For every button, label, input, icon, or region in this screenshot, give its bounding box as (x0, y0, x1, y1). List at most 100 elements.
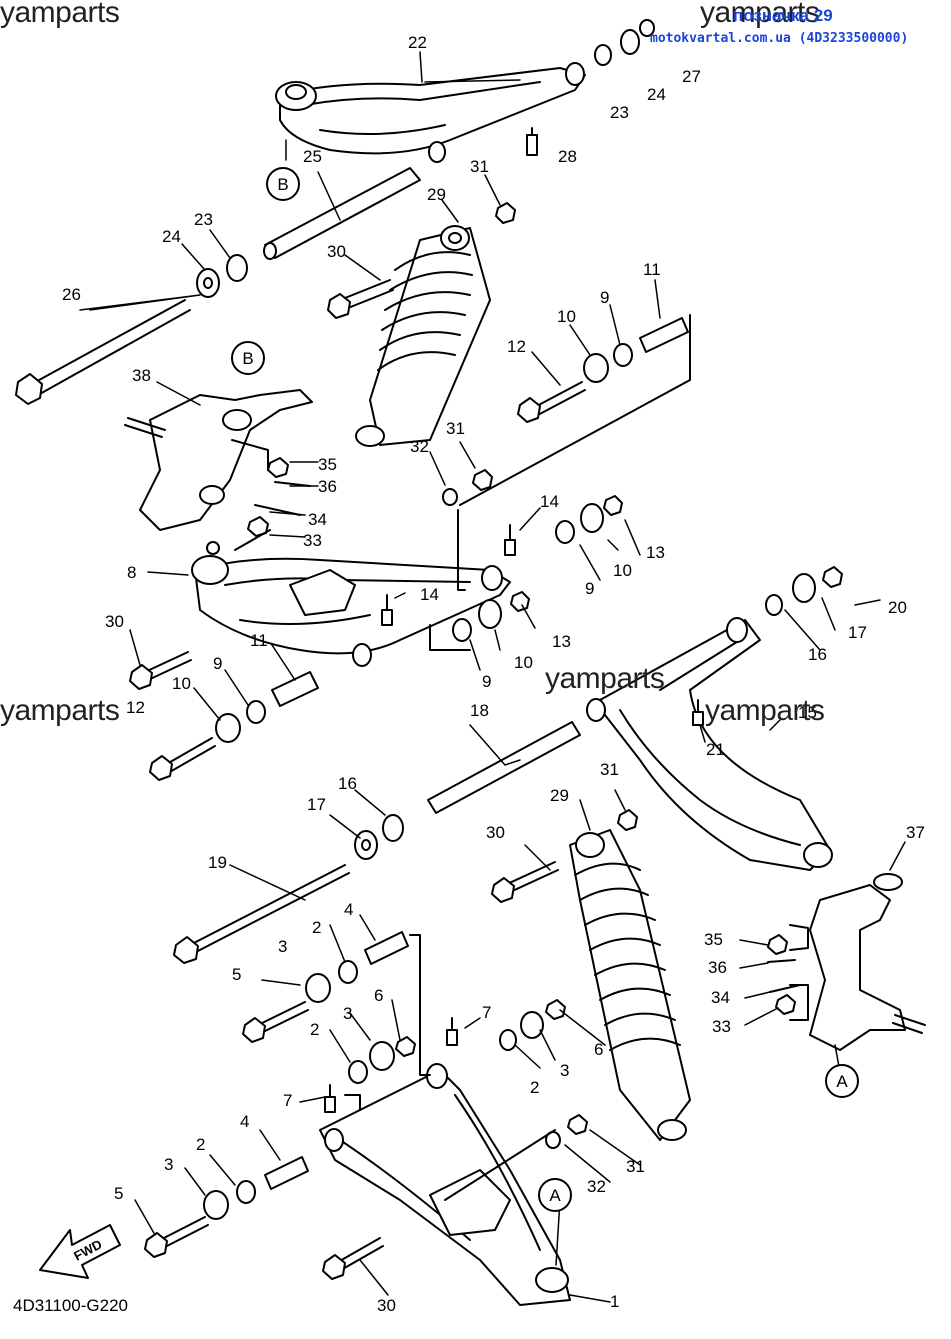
part-label-31-lower: 31 (600, 760, 619, 779)
part-label-36-right: 36 (708, 958, 727, 977)
part-label-9-lower: 9 (482, 672, 491, 691)
marker-b-top: B (266, 167, 300, 201)
washers-23-24-left (196, 254, 248, 298)
guide-lines-lower (344, 934, 556, 1201)
marker-a-lower: A (538, 1178, 572, 1212)
part-label-10-left: 10 (172, 674, 191, 693)
bolts-5-30-lower (144, 1001, 384, 1280)
part-label-11-left: 11 (250, 631, 268, 650)
collar-18 (427, 721, 581, 814)
part-label-15: 15 (798, 703, 817, 722)
part-label-4-upper: 4 (344, 900, 353, 919)
part-label-17-left: 17 (307, 795, 326, 814)
header-site-text: motokvartal.com.ua (4D3233500000) (650, 31, 909, 46)
part-label-22: 22 (408, 33, 427, 52)
bushing-set-top (594, 19, 655, 66)
part-label-26: 26 (62, 285, 81, 304)
part-label-5-upper: 5 (232, 965, 241, 984)
part-label-10-upper: 10 (613, 561, 632, 580)
washers-16-17-20-right (765, 566, 843, 616)
part-label-25: 25 (303, 147, 322, 166)
part-label-1: 1 (610, 1292, 619, 1311)
part-label-30-top: 30 (327, 242, 346, 261)
knuckle-left-38 (124, 389, 313, 531)
part-label-29-lower: 29 (550, 786, 569, 805)
part-label-34-right: 34 (711, 988, 730, 1007)
svg-text:A: A (549, 1186, 561, 1205)
marker-b-mid: B (231, 341, 265, 375)
part-label-30-lower: 30 (486, 823, 505, 842)
part-label-12-top: 12 (507, 337, 526, 356)
part-label-30-left: 30 (105, 612, 124, 631)
part-label-32-mid: 32 (410, 437, 429, 456)
header-link[interactable]: позначка 29 (733, 6, 833, 25)
watermark-mid-right: yamparts (705, 694, 825, 727)
part-label-9-left: 9 (213, 654, 222, 673)
nut-31-upper (495, 202, 516, 224)
bolt-30-upper (327, 279, 394, 319)
bracket-lines-right (789, 924, 809, 1021)
part-label-30-bottom: 30 (377, 1296, 396, 1315)
part-label-31-top: 31 (470, 157, 489, 176)
part-label-27: 27 (682, 67, 701, 86)
knuckle-right-37 (809, 873, 926, 1051)
part-label-9-upper: 9 (585, 579, 594, 598)
bolt-26 (15, 299, 191, 405)
nut-35-right (767, 934, 788, 955)
bracket-lines-left (231, 439, 271, 551)
part-label-33-left: 33 (303, 531, 322, 550)
part-label-3-upper: 3 (278, 937, 287, 956)
part-label-24-left: 24 (162, 227, 181, 246)
part-label-6-lower: 6 (594, 1040, 603, 1059)
part-label-10-top: 10 (557, 307, 576, 326)
part-label-14-upper: 14 (540, 492, 559, 511)
watermark-top-left: yamparts (0, 0, 120, 29)
part-label-8: 8 (127, 563, 136, 582)
marker-a-right: A (825, 1064, 859, 1098)
part-label-7-lower: 7 (283, 1091, 292, 1110)
part-label-10-lower: 10 (514, 653, 533, 672)
lower-shock-absorber (569, 829, 691, 1141)
bushing-group-right-upper (555, 495, 623, 544)
watermark-top-right: yamparts (700, 0, 820, 29)
part-label-13-upper: 13 (646, 543, 665, 562)
leader-lines (79, 51, 906, 1303)
part-label-28: 28 (558, 147, 577, 166)
upper-shock-absorber (355, 225, 491, 447)
bolt-19 (173, 864, 350, 964)
part-label-33-right: 33 (712, 1017, 731, 1036)
part-label-38: 38 (132, 366, 151, 385)
upper-arm-22 (275, 62, 586, 163)
guide-lines-mid (429, 509, 471, 651)
part-label-35-left: 35 (318, 455, 337, 474)
part-label-16-left: 16 (338, 774, 357, 793)
part-label-34-left: 34 (308, 510, 327, 529)
part-label-23-left: 23 (194, 210, 213, 229)
part-label-29-top: 29 (427, 185, 446, 204)
part-label-2-mid: 2 (310, 1020, 319, 1039)
part-label-9-top: 9 (600, 288, 609, 307)
part-label-4-lower: 4 (240, 1112, 249, 1131)
nut-33-right (775, 994, 796, 1015)
part-label-31-bottom: 31 (626, 1157, 645, 1176)
svg-text:A: A (836, 1072, 848, 1091)
part-label-12-left: 12 (126, 698, 145, 717)
watermark-mid-left: yamparts (0, 694, 120, 727)
part-label-19: 19 (208, 853, 227, 872)
part-label-3-mid: 3 (343, 1004, 352, 1023)
washers-16-17-left (354, 814, 404, 860)
bolt-30-lower (491, 861, 559, 903)
bushing-group-right-lower (452, 591, 530, 642)
part-label-2-right: 2 (530, 1078, 539, 1097)
fwd-arrow (39, 1224, 121, 1279)
part-label-20: 20 (888, 598, 907, 617)
lower-arm-8 (191, 541, 511, 667)
part-label-2-lower: 2 (196, 1135, 205, 1154)
grease-nipple-14b (381, 594, 393, 626)
part-label-3-lower: 3 (164, 1155, 173, 1174)
washer-32-mid (442, 488, 458, 506)
part-label-18: 18 (470, 701, 489, 720)
part-label-3-right: 3 (560, 1061, 569, 1080)
